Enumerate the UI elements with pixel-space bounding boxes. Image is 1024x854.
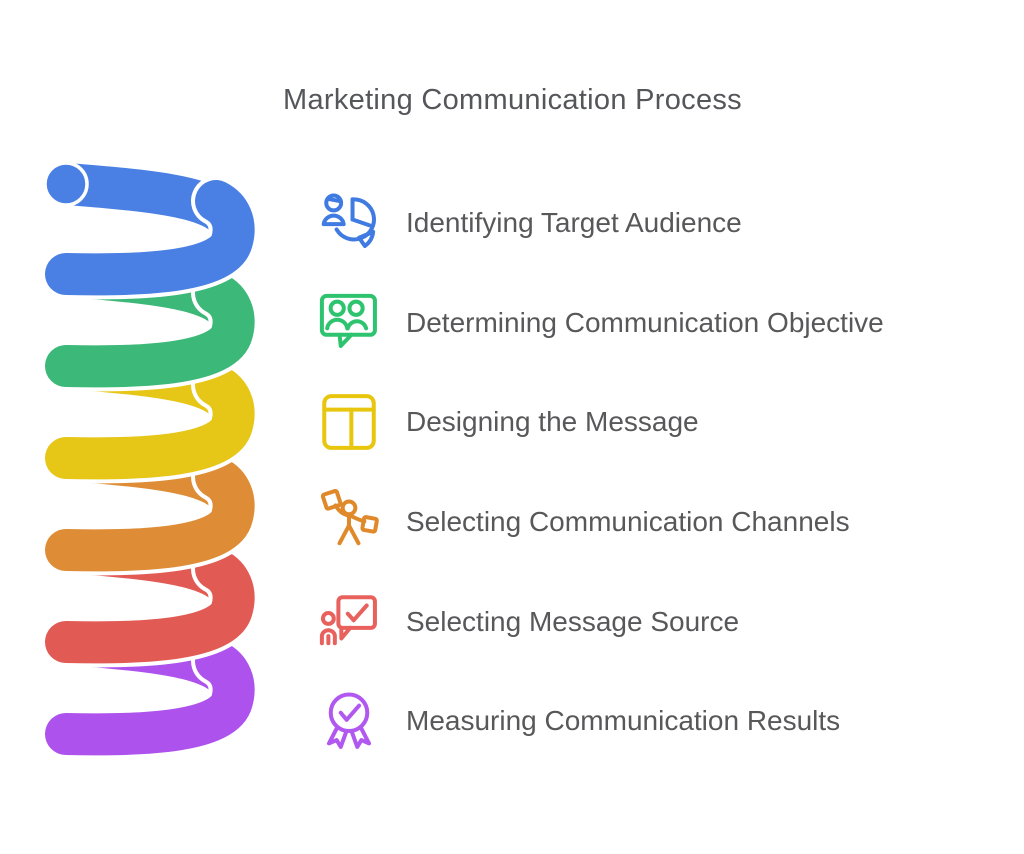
coil-end-cap [43,161,89,207]
step-label: Determining Communication Objective [406,307,884,338]
step-row-6: Measuring Communication Results [316,688,840,754]
step-row-4: Selecting Communication Channels [316,489,850,555]
person-pie-chart-icon [316,190,382,256]
step-label: Designing the Message [406,406,699,437]
award-ribbon-check-icon [316,688,382,754]
coil-loop-1 [45,163,234,274]
step-row-5: Selecting Message Source [316,589,739,655]
page-title: Marketing Communication Process [283,84,742,116]
step-label: Measuring Communication Results [406,705,841,736]
layout-window-icon [316,389,382,455]
step-label: Selecting Message Source [406,606,740,637]
step-row-1: Identifying Target Audience [316,190,742,256]
step-row-2: Determining Communication Objective [316,290,884,356]
step-label: Identifying Target Audience [406,207,742,238]
spiral-coil-graphic [30,145,280,790]
person-carrying-boxes-icon [316,489,382,555]
person-message-check-icon [316,589,382,655]
people-speech-bubble-icon [316,290,382,356]
step-row-3: Designing the Message [316,389,699,455]
step-label: Selecting Communication Channels [406,506,850,537]
